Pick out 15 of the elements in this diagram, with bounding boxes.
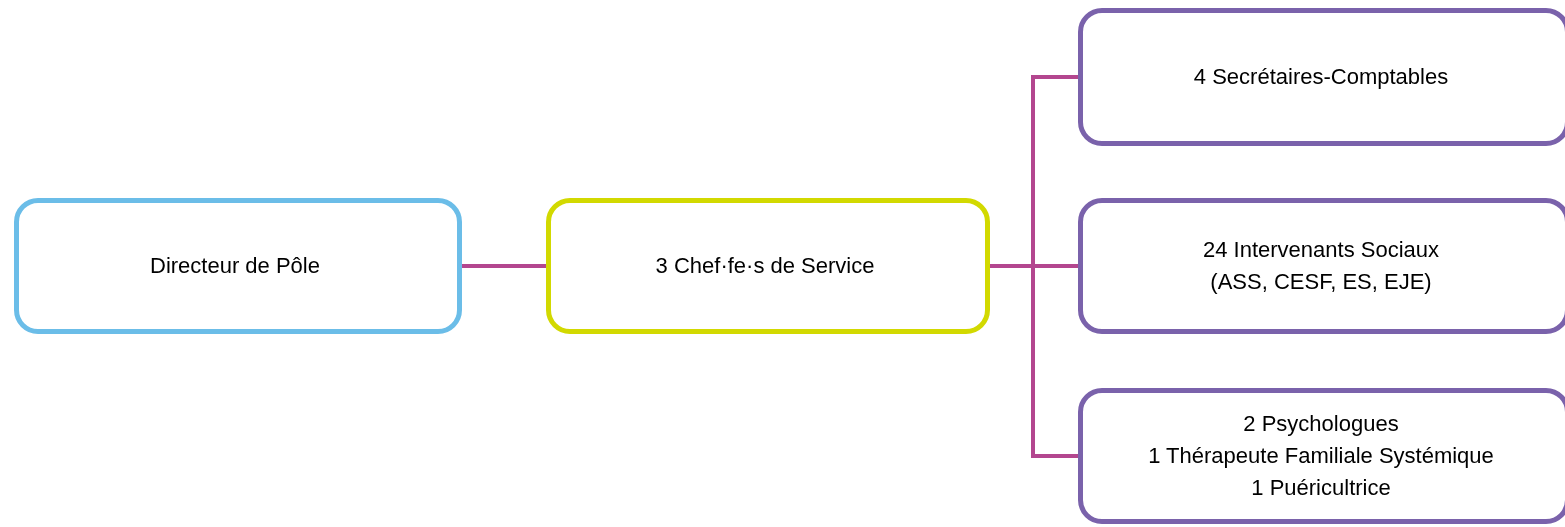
role-label: (ASS, CESF, ES, EJE) [1210,268,1433,296]
role-label: Directeur de Pôle [150,252,321,281]
role-label: 3 Chef·fe·s de Service [655,252,876,281]
role-label: 4 Secrétaires-Comptables [1193,63,1450,92]
connector-line [990,264,1078,458]
org-box [14,198,462,334]
role-label: 1 Puéricultrice [1251,473,1392,502]
role-label: 1 Thérapeute Familiale Systémique [1148,442,1495,471]
org-box [1078,198,1565,334]
org-box [1078,388,1565,524]
org-box [1078,8,1565,146]
connector-line [462,264,546,268]
role-label: 2 Psychologues [1243,410,1400,439]
org-box [546,198,990,334]
role-label: 24 Intervenants Sociaux [1202,236,1440,265]
